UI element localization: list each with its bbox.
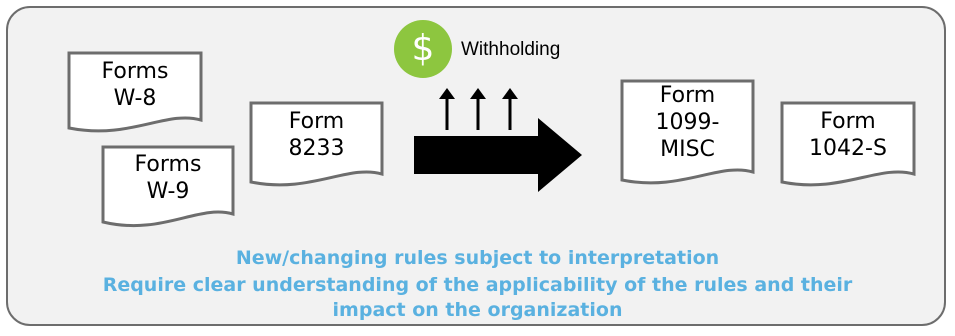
document-label: Form 8233 <box>288 109 345 161</box>
document-form-1099-misc: Form 1099- MISC <box>620 79 755 186</box>
withholding-label: Withholding <box>461 39 561 60</box>
document-shape <box>67 51 203 133</box>
document-shape <box>249 101 384 187</box>
caption-line-3: impact on the organization <box>332 299 623 321</box>
document-label: Form 1042-S <box>809 109 887 161</box>
caption-line-1: New/changing rules subject to interpreta… <box>235 247 720 269</box>
up-arrow-icon <box>470 88 486 130</box>
up-arrow-icon <box>502 88 518 130</box>
document-shape <box>780 101 916 187</box>
right-arrow-icon <box>414 118 582 192</box>
document-label: Form 1099- MISC <box>655 83 720 162</box>
up-arrow-icon <box>439 88 455 130</box>
caption-line-2: Require clear understanding of the appli… <box>102 274 853 296</box>
document-shape <box>101 145 235 228</box>
document-form-1042-s: Form 1042-S <box>780 101 916 187</box>
document-forms-w8: Forms W-8 <box>67 51 203 134</box>
document-forms-w9: Forms W-9 <box>101 145 235 228</box>
document-shape <box>620 79 755 185</box>
document-label: Forms W-8 <box>101 59 169 111</box>
document-form-8233: Form 8233 <box>249 101 384 187</box>
dollar-coin-icon: $ <box>394 20 452 78</box>
document-label: Forms W-9 <box>134 152 202 204</box>
